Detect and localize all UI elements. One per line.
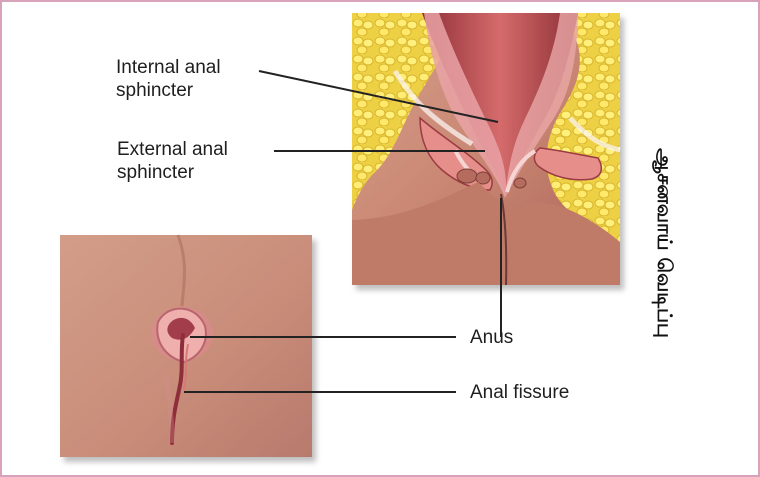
anus-photo-illustration xyxy=(60,235,312,457)
external-anal-sphincter-label: External anal sphincter xyxy=(117,138,267,184)
vertical-caption: ஆசனவாய் வெடிப்பு xyxy=(648,133,682,353)
internal-anal-sphincter-label: Internal anal sphincter xyxy=(116,56,266,102)
anus-label: Anus xyxy=(470,326,513,349)
anal-fissure-label: Anal fissure xyxy=(470,381,569,404)
anatomy-cross-section xyxy=(352,13,620,285)
